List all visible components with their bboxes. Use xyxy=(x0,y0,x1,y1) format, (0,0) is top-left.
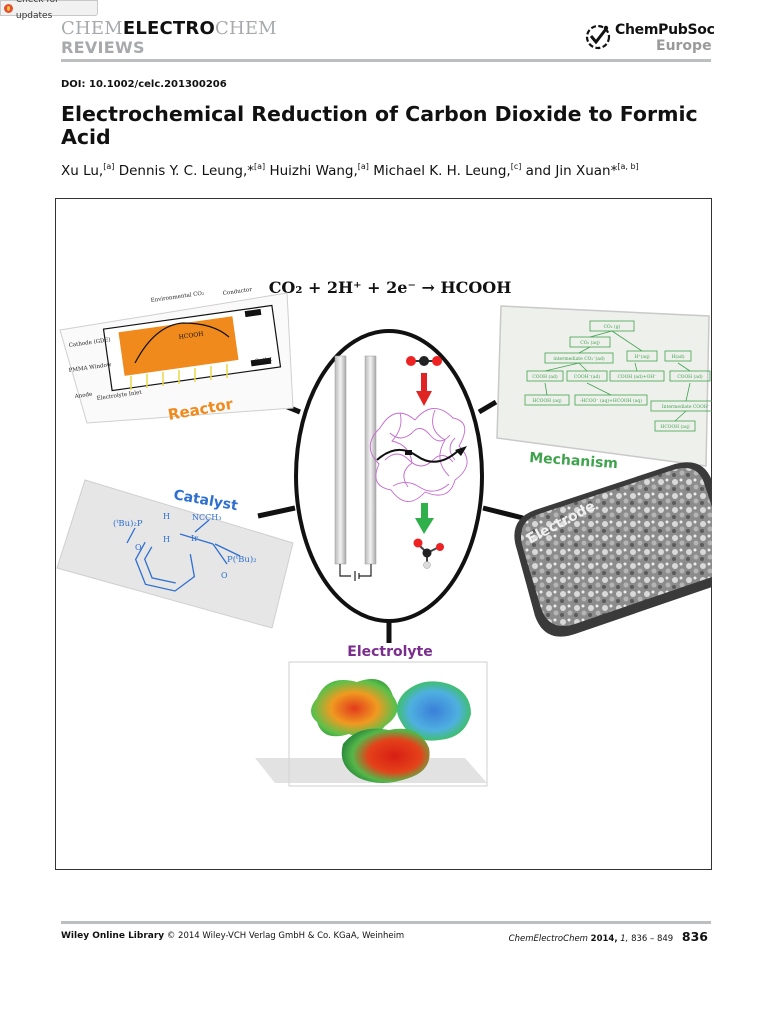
footer-copyright: Wiley Online Library © 2014 Wiley-VCH Ve… xyxy=(61,931,404,941)
label-window: PMMA Window xyxy=(68,362,112,374)
mechanism-connector xyxy=(589,330,613,338)
mechanism-panel: CO₂ (g) CO₂ (aq) H⁺(aq) H(ad) intermediate C… xyxy=(496,305,712,472)
author-name[interactable]: Xu Lu, xyxy=(61,163,104,179)
author-affiliation: [a, b] xyxy=(617,162,639,171)
crossmark-icon xyxy=(4,3,13,13)
electrostatic-map-icon xyxy=(311,679,398,738)
label-outlet: Outlet xyxy=(254,356,273,364)
author-affiliation: [a] xyxy=(254,162,266,171)
catalyst-oxygen-left: O xyxy=(135,543,142,552)
doi-link[interactable]: DOI: 10.1002/celc.201300206 xyxy=(61,79,227,90)
catalyst-panel: (ᵗBu)₂P P(ᵗBu)₂ NCCH₃ H H Ir O O Catalys… xyxy=(56,479,294,629)
mechanism-node-label: COOH⁻(ad) xyxy=(574,373,600,380)
label-conductor: Conductor xyxy=(222,287,252,297)
co2-molecule-icon xyxy=(406,356,442,366)
formic-acid-molecule-icon xyxy=(413,538,444,569)
mechanism-connector xyxy=(674,410,687,422)
author-affiliation: [c] xyxy=(510,162,522,171)
author-affiliation: [a] xyxy=(103,162,115,171)
citation-pages: 836 – 849 xyxy=(631,934,674,944)
citation-volume: 1, xyxy=(620,934,629,944)
electrode-panel: Electrode xyxy=(514,462,712,637)
mechanism-connector xyxy=(611,330,643,352)
mechanism-node-label: COOH (ad) xyxy=(532,373,557,380)
label-hcooh: HCOOH xyxy=(178,331,204,341)
mechanism-node-label: COOH (ad) xyxy=(677,373,702,380)
mechanism-node-label: CO₂ (g) xyxy=(604,323,621,330)
footer-citation: ChemElectroChem 2014, 1, 836 – 849 836 xyxy=(509,929,708,944)
article-title: Electrochemical Reduction of Carbon Diox… xyxy=(61,102,698,149)
citation-year: 2014, xyxy=(590,934,618,944)
mechanism-connector xyxy=(586,382,612,396)
author-name[interactable]: Michael K. H. Leung, xyxy=(373,163,511,179)
label-anode: Anode xyxy=(73,392,92,401)
mechanism-connector xyxy=(544,362,580,372)
mechanism-connector xyxy=(578,346,591,354)
mechanism-connector xyxy=(685,382,691,402)
arrow-red-shaft xyxy=(421,373,427,393)
journal-title-suffix: CHEM xyxy=(214,18,277,39)
publisher-region: Europe xyxy=(656,38,712,54)
arrow-green-shaft xyxy=(421,503,428,521)
reaction-equation: CO₂ + 2H⁺ + 2e⁻ → HCOOH xyxy=(269,278,512,297)
mechanism-node-label: intermediate CO₂⁻(ad) xyxy=(553,355,604,362)
battery-circuit-icon xyxy=(339,564,372,581)
mechanism-node-box xyxy=(664,350,692,362)
footer-divider xyxy=(61,921,711,924)
mechanism-connector xyxy=(634,362,638,372)
label-environmental-co2: Environmental CO₂ xyxy=(150,291,204,304)
catalyst-metal: Ir xyxy=(191,534,198,543)
author-name[interactable]: Huizhi Wang, xyxy=(269,163,358,179)
journal-title: CHEMELECTROCHEM xyxy=(61,19,277,39)
electrolyte-label: Electrolyte xyxy=(347,644,432,660)
electron-arrow-icon xyxy=(455,446,467,456)
electrostatic-map-icon xyxy=(396,681,471,741)
author-list: Xu Lu,[a] Dennis Y. C. Leung,*[a] Huizhi… xyxy=(61,162,711,179)
wiley-online-library-link[interactable]: Wiley Online Library xyxy=(61,931,165,941)
reactor-panel: Environmental CO₂ Conductor Cathode (GDE… xyxy=(59,287,294,424)
page-number: 836 xyxy=(681,929,708,944)
down-arrow-green-icon xyxy=(415,518,434,534)
electrostatic-map-icon xyxy=(341,728,430,783)
mechanism-node-label: Intermediate COOH⁻ xyxy=(662,404,711,410)
catalyst-ligand: NCCH₃ xyxy=(192,513,221,522)
author-name[interactable]: and Jin Xuan* xyxy=(525,163,618,179)
header-divider xyxy=(61,59,711,62)
copyright-text: © 2014 Wiley-VCH Verlag GmbH & Co. KGaA,… xyxy=(166,931,405,941)
catalyst-group-left: (ᵗBu)₂P xyxy=(113,518,143,529)
down-arrow-red-icon xyxy=(416,391,432,406)
electrolyte-panel: Electrolyte xyxy=(255,644,488,787)
electron-path-icon xyxy=(376,449,460,463)
journal-title-middle: ELECTRO xyxy=(122,18,215,39)
citation-journal: ChemElectroChem xyxy=(508,934,588,944)
mechanism-node-label: H⁺(aq) xyxy=(634,353,650,360)
section-label: REVIEWS xyxy=(61,38,145,57)
mechanism-node-label: COOH (ad)+OH⁻ xyxy=(617,373,657,380)
check-for-updates-label: Check for updates xyxy=(15,0,59,21)
enzyme-structure-icon xyxy=(369,408,468,502)
mechanism-connector xyxy=(544,382,548,396)
catalyst-hydride-top: H xyxy=(163,512,170,521)
mechanism-node-label: H(ad) xyxy=(672,353,685,360)
graphical-abstract-figure: CO₂ + 2H⁺ + 2e⁻ → HCOOH xyxy=(56,278,712,787)
electrolytic-cell-ellipse xyxy=(294,329,484,623)
mechanism-node-label: CO₂ (aq) xyxy=(580,339,600,346)
check-for-updates-button[interactable]: Check for updates xyxy=(0,0,98,21)
electrode-rod-right xyxy=(364,355,377,565)
catalyst-hydride-bottom: H xyxy=(163,535,170,544)
catalyst-oxygen-right: O xyxy=(221,571,228,580)
electrode-rod-left xyxy=(334,355,347,565)
mechanism-node-label: -HCOO⁻ (aq)+HCOOH (aq) xyxy=(580,397,642,404)
mechanism-label: Mechanism xyxy=(529,450,619,472)
mechanism-node-label: HCOOH (aq) xyxy=(532,397,561,404)
chempubsoc-logo-icon xyxy=(585,24,611,50)
journal-title-prefix: CHEM xyxy=(61,18,123,39)
catalyst-group-right: P(ᵗBu)₂ xyxy=(227,554,257,565)
mechanism-connector xyxy=(578,362,588,372)
publisher-name: ChemPubSoc xyxy=(615,22,715,38)
author-affiliation: [a] xyxy=(357,162,369,171)
author-name[interactable]: Dennis Y. C. Leung,* xyxy=(118,163,254,179)
mechanism-connector xyxy=(677,362,691,372)
mechanism-node-label: HCOOH (aq) xyxy=(660,423,689,430)
